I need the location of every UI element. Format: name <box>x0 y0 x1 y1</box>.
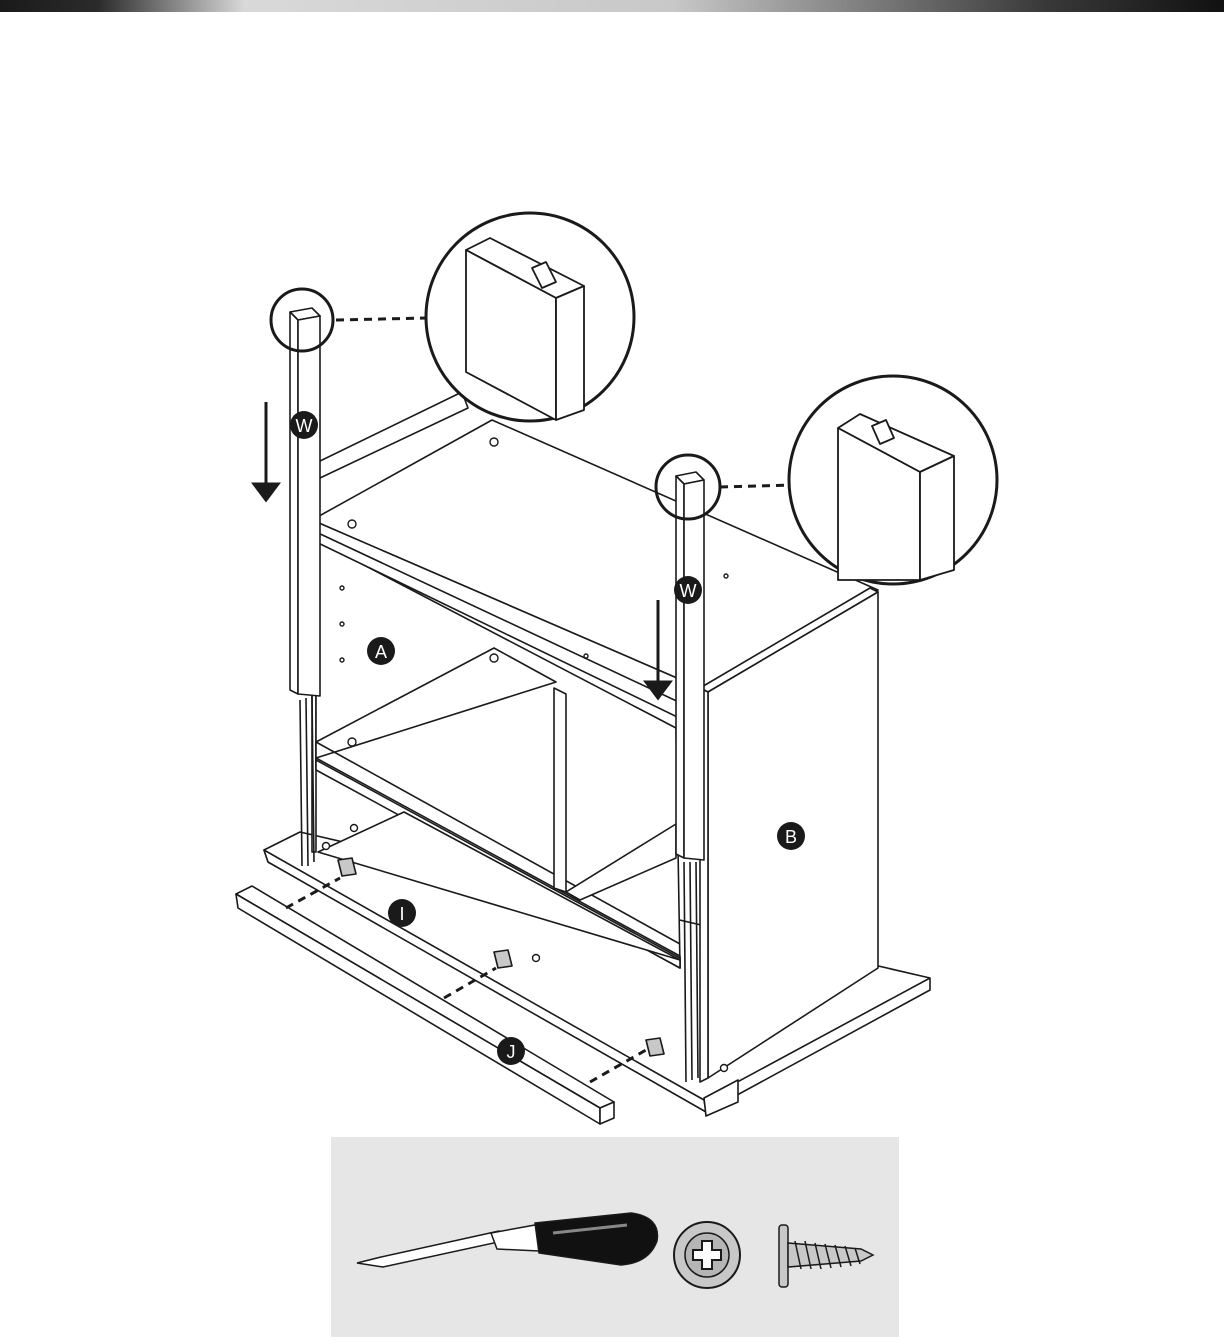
label-b: B <box>777 822 805 850</box>
label-a: A <box>367 637 395 665</box>
svg-text:A: A <box>375 642 387 662</box>
svg-text:J: J <box>507 1042 516 1062</box>
phillips-head-icon <box>674 1222 740 1288</box>
label-w-left: W <box>290 411 318 439</box>
label-w-right: W <box>674 576 702 604</box>
label-j: J <box>497 1037 525 1065</box>
screw-icon <box>779 1225 873 1287</box>
svg-text:I: I <box>399 904 404 924</box>
arrow-down-icon-left <box>254 484 278 500</box>
label-i: I <box>388 899 416 927</box>
svg-text:W: W <box>296 416 313 436</box>
screwdriver-icon <box>357 1213 657 1267</box>
tools-panel <box>331 1137 899 1337</box>
svg-text:W: W <box>680 581 697 601</box>
svg-text:B: B <box>785 827 797 847</box>
